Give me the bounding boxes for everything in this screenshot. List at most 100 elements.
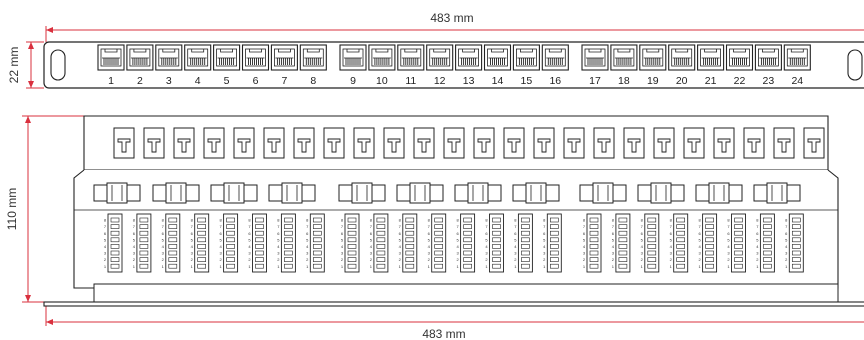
pin-label: 3	[306, 251, 309, 256]
rear-jack	[293, 127, 315, 159]
pin-label: 1	[370, 264, 373, 269]
pin-label: 4	[341, 244, 344, 249]
rear-jack	[233, 127, 255, 159]
cable-clip	[753, 182, 801, 204]
pin-label: 8	[104, 218, 107, 223]
rear-jack	[713, 127, 735, 159]
port-number-label: 10	[376, 75, 388, 87]
pin-label: 3	[583, 251, 586, 256]
pin-label: 7	[341, 224, 344, 229]
front-panel-edge	[43, 301, 864, 307]
rear-jack	[113, 127, 135, 159]
idc-terminal-block: 87 65 4 32 1	[341, 213, 360, 273]
port-number-label: 17	[589, 75, 601, 87]
port-number-label: 14	[492, 75, 504, 87]
pin-label: 4	[583, 244, 586, 249]
pin-label: 5	[485, 237, 488, 242]
pin-label: 1	[277, 264, 280, 269]
pin-label: 8	[456, 218, 459, 223]
pin-label: 6	[133, 231, 136, 236]
pin-label: 3	[248, 251, 251, 256]
pin-label: 1	[785, 264, 788, 269]
pin-label: 3	[641, 251, 644, 256]
pin-label: 4	[727, 244, 730, 249]
pin-label: 8	[248, 218, 251, 223]
pin-label: 1	[670, 264, 673, 269]
cable-clip	[454, 182, 502, 204]
pin-label: 2	[219, 257, 222, 262]
rear-jack	[143, 127, 165, 159]
pin-label: 3	[162, 251, 165, 256]
pin-label: 7	[428, 224, 431, 229]
pin-label: 2	[428, 257, 431, 262]
top-view: 8765432187654321876543218765432187654321…	[43, 115, 864, 307]
pin-label: 8	[219, 218, 222, 223]
pin-label: 1	[428, 264, 431, 269]
rear-jack	[773, 127, 795, 159]
pin-label: 8	[612, 218, 615, 223]
pin-label: 2	[370, 257, 373, 262]
pin-label: 3	[341, 251, 344, 256]
port-number-label: 6	[253, 75, 259, 87]
cable-clip-row	[93, 182, 801, 204]
port-number-label: 21	[705, 75, 717, 87]
pin-label: 1	[641, 264, 644, 269]
pin-label: 4	[641, 244, 644, 249]
pin-label: 2	[485, 257, 488, 262]
port-number-label: 22	[734, 75, 746, 87]
pin-label: 4	[248, 244, 251, 249]
pin-label: 5	[277, 237, 280, 242]
pin-label: 2	[277, 257, 280, 262]
pin-label: 7	[612, 224, 615, 229]
pin-label: 2	[104, 257, 107, 262]
pin-label: 2	[727, 257, 730, 262]
pin-label: 3	[785, 251, 788, 256]
pin-label: 6	[341, 231, 344, 236]
pin-label: 1	[162, 264, 165, 269]
dimension-width-bottom-label: 483 mm	[422, 327, 465, 340]
pin-label: 2	[543, 257, 546, 262]
pin-label: 8	[670, 218, 673, 223]
pin-label: 1	[612, 264, 615, 269]
pin-label: 4	[612, 244, 615, 249]
rj45-port-23: 23	[754, 44, 782, 87]
pin-label: 2	[456, 257, 459, 262]
pin-label: 5	[756, 237, 759, 242]
pin-label: 4	[370, 244, 373, 249]
pin-label: 6	[727, 231, 730, 236]
pin-label: 1	[341, 264, 344, 269]
pin-label: 8	[306, 218, 309, 223]
rear-jack	[443, 127, 465, 159]
pin-label: 3	[219, 251, 222, 256]
pin-label: 2	[341, 257, 344, 262]
pin-label: 1	[104, 264, 107, 269]
dimension-width-bottom: 483 mm	[45, 306, 864, 340]
pin-label: 6	[583, 231, 586, 236]
pin-label: 3	[543, 251, 546, 256]
rear-jack	[263, 127, 285, 159]
pin-label: 8	[341, 218, 344, 223]
pin-label: 5	[341, 237, 344, 242]
pin-label: 7	[756, 224, 759, 229]
pin-label: 1	[698, 264, 701, 269]
pin-label: 5	[583, 237, 586, 242]
pin-label: 7	[133, 224, 136, 229]
pin-label: 8	[399, 218, 402, 223]
pin-label: 4	[399, 244, 402, 249]
pin-label: 4	[162, 244, 165, 249]
pin-label: 2	[399, 257, 402, 262]
rj45-port-1: 1	[97, 44, 125, 87]
pin-label: 7	[191, 224, 194, 229]
pin-label: 3	[133, 251, 136, 256]
pin-label: 5	[698, 237, 701, 242]
pin-label: 8	[543, 218, 546, 223]
port-number-label: 8	[310, 75, 316, 87]
pin-label: 6	[670, 231, 673, 236]
pin-label: 2	[698, 257, 701, 262]
